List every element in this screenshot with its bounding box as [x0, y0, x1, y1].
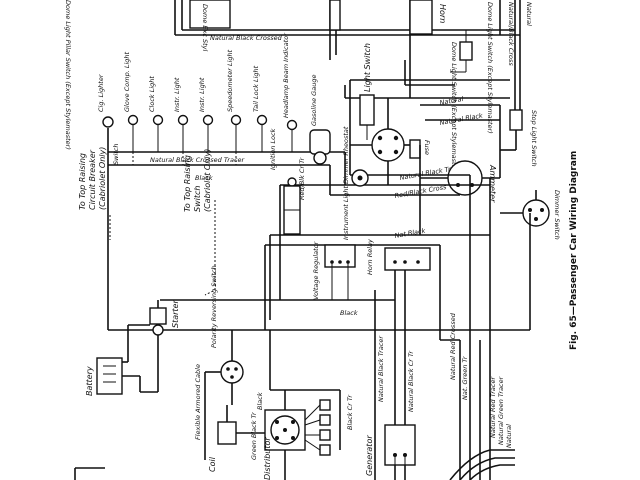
wire-label-natural-red-tracer: Natural Red Tracer	[489, 376, 497, 438]
wire-label-natural-black-tracer: Natural Black Tracer	[377, 335, 385, 402]
wire-label-black-small: Black	[340, 309, 358, 317]
dome-light-small-label: Dome Light Switch (Except Stylemaster)	[450, 42, 458, 174]
panel-label-speedometer-light: Speedometer Light	[226, 49, 234, 112]
dimmer-switch-label: Dimmer Switch	[553, 190, 561, 240]
horn-relay	[384, 247, 431, 271]
svg-text:Switch: Switch	[193, 186, 202, 212]
black-left-label: Black	[256, 392, 264, 410]
stop-light-switch-label: Stop Light Switch	[530, 110, 538, 167]
headlamp-beam-indicator-bulb	[286, 119, 298, 152]
stop-light-switch	[500, 109, 523, 151]
panel-label-cig-lighter: Cig. Lighter	[97, 73, 105, 112]
glove-comp-light-bulb	[127, 114, 139, 152]
dome-light-assembly: Dome Exc Styl	[189, 0, 341, 51]
wire-label-natural-black-crossed-tracer: Natural Black Crossed Tracer	[150, 156, 246, 164]
panel-label-instr-light-1: Instr. Light	[173, 77, 181, 112]
voltage-regulator	[324, 244, 356, 300]
flexible-armored-cable-label: Flexible Armored Cable	[194, 364, 202, 440]
gasoline-gauge	[309, 129, 331, 165]
generator-label: Generator	[365, 435, 374, 476]
wire-label-natural-black-cr-tr: Natural Black Cr Tr	[407, 350, 415, 412]
starter-label: Starter	[171, 300, 180, 328]
wire-label-natural-red-crossed: Natural Red Crossed	[449, 312, 457, 380]
clock-light-bulb	[152, 114, 164, 152]
wire-label-natural-green-tracer: Natural Green Tracer	[497, 375, 505, 445]
svg-text:(Cabriolet Only): (Cabriolet Only)	[98, 147, 107, 210]
instr-light-bulb-1	[177, 114, 189, 152]
ignition-lock-label: Ignition Lock	[269, 128, 277, 170]
panel-label-glove-comp-light: Glove Comp. Light	[123, 51, 131, 112]
spark-plug-leads	[304, 390, 341, 456]
natural-top-label: Natural	[525, 2, 533, 26]
instr-light-bulb-2	[202, 114, 214, 152]
ignition-lock	[283, 177, 301, 235]
light-switch-label: Light Switch	[363, 43, 372, 92]
black-cr-tr-label: Black Cr Tr	[346, 394, 354, 430]
polarity-reversing-switch-label: Polarity Reversing Switch	[210, 265, 218, 348]
wire-label-red-black-cr-tr: Red/Blk Cr Tr	[298, 156, 306, 200]
instrument-light-dimmer-rheostat	[351, 169, 369, 187]
ammeter	[420, 120, 501, 196]
speedometer-light-bulb	[230, 114, 242, 152]
instrument-light-dimmer-rheostat-label: Instrument Light Dimmer Rheostat	[342, 126, 350, 240]
horn-assembly: Horn	[409, 0, 473, 73]
natural-black-crossed-top-label: Natural Black Crossed	[210, 34, 283, 42]
top-raising-circuit-breaker-label: To Top Raising Circuit Breaker (Cabriole…	[78, 147, 107, 210]
distributor	[264, 330, 340, 480]
svg-text:To Top Raising: To Top Raising	[78, 153, 87, 210]
instrument-panel-lights	[102, 114, 345, 330]
coil-label: Coil	[208, 456, 217, 472]
panel-label-headlamp-beam-indicator: Headlamp Beam Indicator	[282, 32, 290, 118]
light-switch-assembly	[350, 94, 421, 185]
svg-text:(Cabriolet Only): (Cabriolet Only)	[203, 149, 212, 212]
voltage-regulator-label: Voltage Regulator	[312, 240, 320, 300]
dome-exc-styl-label: Dome Exc Styl	[201, 4, 209, 51]
tail-lock-light-bulb	[256, 114, 268, 152]
battery	[96, 325, 158, 395]
wire-label-natural-bottom: Natural	[505, 424, 513, 448]
ammeter-label: Ammeter	[488, 164, 497, 203]
dome-light-pillar-switch-label: Dome Light Pillar Switch (Except Stylema…	[64, 0, 72, 150]
green-black-tr-label: Green Black Tr	[250, 411, 258, 460]
horn-relay-label: Horn Relay	[366, 239, 374, 275]
distributor-label: Distributor	[263, 437, 272, 480]
wire-label-nat-green-tr: Nat. Green Tr	[461, 355, 469, 400]
svg-text:To Top Raising: To Top Raising	[183, 155, 192, 212]
wire-label-nat-black: Nat Black	[394, 227, 426, 240]
panel-label-clock-light: Clock Light	[148, 76, 156, 112]
fuse-label: Fuse	[423, 140, 431, 155]
starter	[128, 300, 167, 392]
figure-caption: Fig. 65—Passenger Car Wiring Diagram	[569, 151, 579, 350]
panel-label-tail-lock-light: Tail Lock Light	[252, 65, 260, 112]
natural-black-cross-label: Natural/Black Cross	[507, 2, 515, 66]
top-raising-dashed-lead	[204, 200, 216, 296]
dome-light-switch-stylemaster-label: Dome Light Switch (Except Stylemaster)	[486, 2, 494, 134]
bottom-harness-fanout	[449, 449, 515, 480]
wire-label-black: Black	[195, 174, 213, 182]
horn-label: Horn	[438, 4, 447, 23]
wire-label-natural-black: Natural Black	[439, 111, 484, 126]
dimmer-switch	[500, 190, 550, 227]
top-raising-switch-label: To Top Raising Switch (Cabriolet Only)	[183, 149, 212, 212]
wire-label-nat-black-tr: Natural Black Tr	[399, 165, 453, 182]
generator	[384, 424, 416, 470]
coil	[217, 405, 265, 445]
svg-text:Circuit Breaker: Circuit Breaker	[88, 149, 97, 210]
polarity-reversing-switch	[205, 330, 244, 405]
panel-switch-label: Switch	[112, 144, 120, 166]
battery-label: Battery	[85, 366, 94, 396]
panel-label-gasoline-gauge: Gasoline Gauge	[310, 75, 318, 126]
cig-lighter-bulb	[102, 116, 114, 128]
panel-label-instr-light-2: Instr. Light	[198, 77, 206, 112]
bottom-frame	[74, 467, 105, 480]
